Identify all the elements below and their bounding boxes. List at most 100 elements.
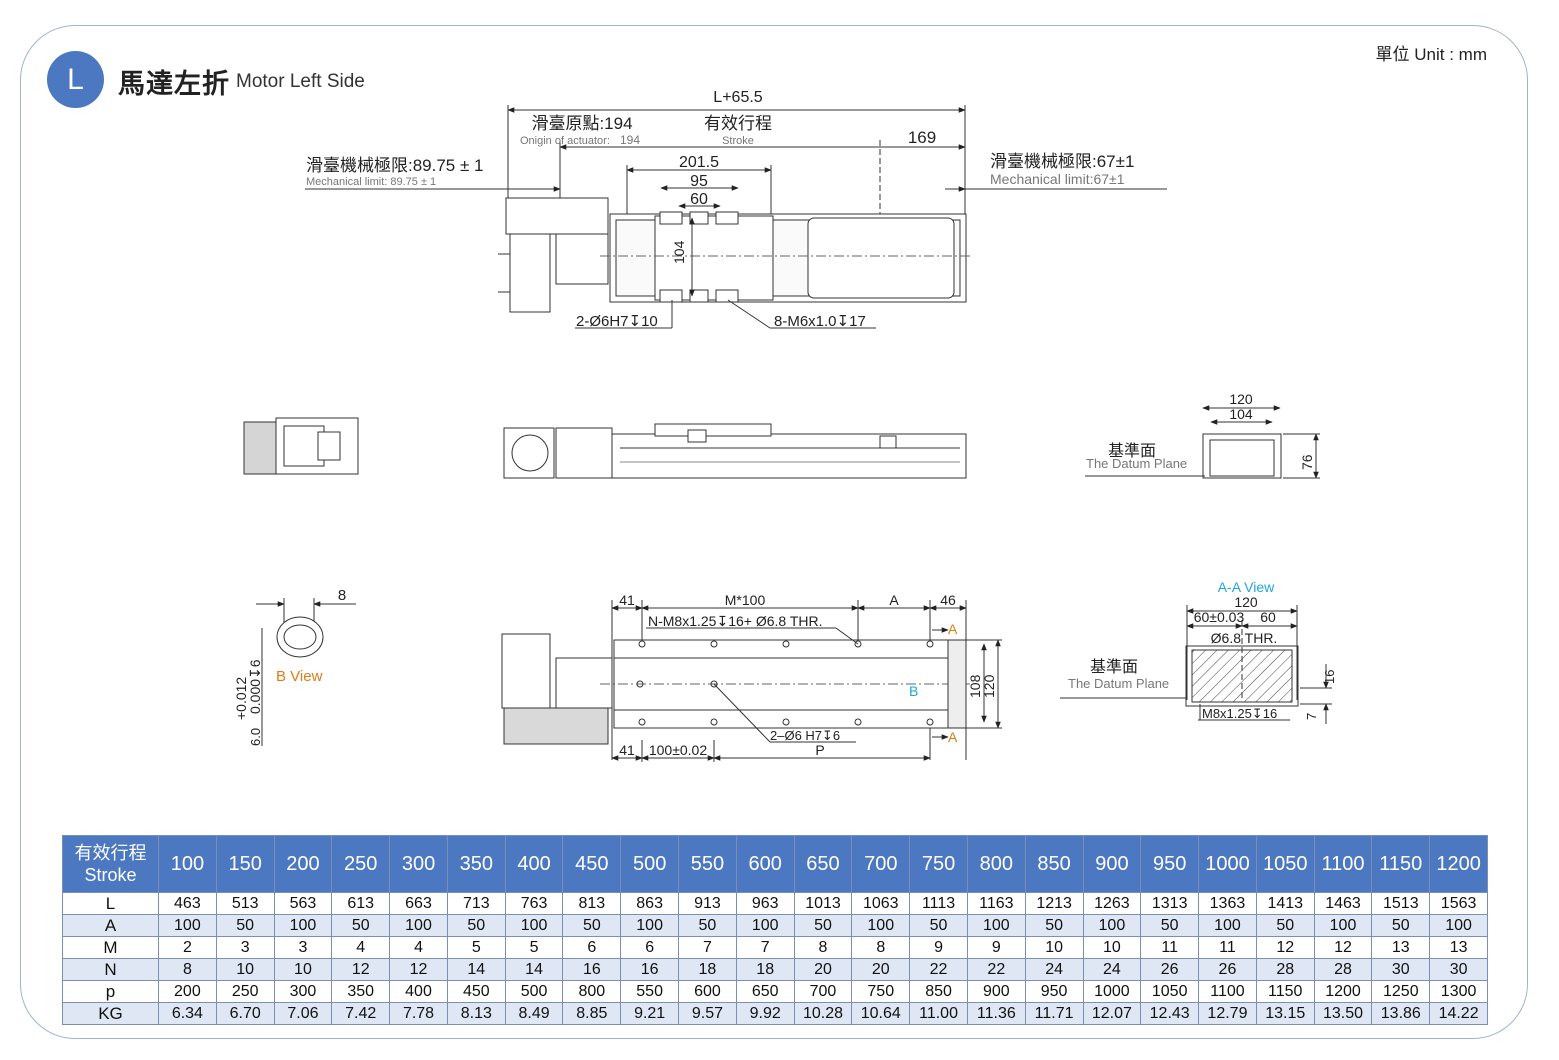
spec-cell: 4 <box>389 936 448 959</box>
spec-cell: 11.71 <box>1024 1002 1084 1025</box>
mech-limit-right-zh: 滑臺機械極限:67±1 <box>990 152 1134 171</box>
spec-header-label-en: Stroke <box>84 865 137 885</box>
spec-cell: 6 <box>562 936 622 959</box>
spec-cell: 563 <box>273 892 333 915</box>
spec-cell: 50 <box>678 914 737 937</box>
spec-cell: 1563 <box>1429 892 1488 915</box>
aa-datum-zh: 基準面 <box>1090 658 1138 676</box>
bottom-pin-note: 2–Ø6 H7↧6 <box>770 728 840 743</box>
spec-header-stroke: 900 <box>1082 835 1142 893</box>
spec-cell: 22 <box>966 958 1026 981</box>
bottom-tap-note: N-M8x1.25↧16+ Ø6.8 THR. <box>648 613 823 629</box>
spec-cell: 12 <box>331 958 391 981</box>
spec-cell: 663 <box>389 892 448 915</box>
spec-header-stroke: 850 <box>1024 835 1084 893</box>
spec-cell: 12 <box>389 958 448 981</box>
spec-header-stroke: 100 <box>158 835 217 893</box>
dim-41-bottom: 41 <box>619 742 635 758</box>
spec-cell: 18 <box>678 958 737 981</box>
spec-cell: 550 <box>620 980 680 1003</box>
spec-header-stroke: 950 <box>1140 835 1200 893</box>
b-tolerance-upper: +0.012 <box>233 677 249 720</box>
spec-cell: 100 <box>851 914 911 937</box>
spec-cell: 950 <box>1024 980 1084 1003</box>
spec-cell: 1250 <box>1371 980 1431 1003</box>
spec-cell: 7.78 <box>389 1002 448 1025</box>
aa-datum-en: The Datum Plane <box>1068 676 1169 691</box>
dim-m100: M*100 <box>725 592 766 608</box>
spec-header-stroke: 550 <box>678 835 737 893</box>
spec-cell: 713 <box>446 892 506 915</box>
spec-header-stroke: 650 <box>793 835 853 893</box>
section-title-en: Motor Left Side <box>236 71 365 92</box>
side-view <box>503 423 967 479</box>
spec-cell: 813 <box>562 892 622 915</box>
spec-cell: 850 <box>909 980 968 1003</box>
spec-cell: 12.79 <box>1198 1002 1257 1025</box>
spec-header-stroke: 1050 <box>1255 835 1315 893</box>
spec-cell: 6 <box>620 936 680 959</box>
spec-cell: 16 <box>562 958 622 981</box>
spec-header-stroke: 150 <box>215 835 275 893</box>
aa-dim-60-tol: 60±0.03 <box>1194 609 1245 625</box>
spec-cell: 100 <box>158 914 217 937</box>
dim-108: 108 <box>967 674 983 698</box>
spec-cell: 613 <box>331 892 391 915</box>
spec-cell: 1113 <box>909 892 968 915</box>
spec-cell: 8 <box>793 936 853 959</box>
spec-cell: 13.50 <box>1313 1002 1373 1025</box>
top-view-labels: L+65.5 滑臺原點:194 Onigin of actuator: 194 … <box>306 89 1134 330</box>
spec-cell: 100 <box>389 914 448 937</box>
origin-label-en: Onigin of actuator: <box>520 135 610 147</box>
spec-cell: 400 <box>389 980 448 1003</box>
spec-header-stroke: 450 <box>562 835 622 893</box>
spec-cell: 11 <box>1140 936 1200 959</box>
mech-limit-right-en: Mechanical limit:67±1 <box>990 171 1125 187</box>
end-dim-76: 76 <box>1299 454 1315 470</box>
spec-cell: 250 <box>215 980 275 1003</box>
section-badge: L <box>47 51 104 108</box>
spec-cell: 50 <box>446 914 506 937</box>
spec-cell: 100 <box>1198 914 1257 937</box>
tap-note: 8-M6x1.0↧17 <box>774 313 866 330</box>
spec-cell: 1200 <box>1313 980 1373 1003</box>
spec-cell: 28 <box>1255 958 1315 981</box>
pin-hole-note: 2-Ø6H7↧10 <box>576 313 658 330</box>
spec-header-stroke: 400 <box>504 835 564 893</box>
aa-dim-120: 120 <box>1234 594 1258 610</box>
spec-cell: 100 <box>966 914 1026 937</box>
spec-header-stroke: 600 <box>735 835 795 893</box>
spec-cell: 913 <box>678 892 737 915</box>
spec-row-label: L <box>62 892 159 915</box>
spec-cell: 750 <box>851 980 911 1003</box>
spec-cell: 1413 <box>1255 892 1315 915</box>
spec-cell: 50 <box>215 914 275 937</box>
spec-cell: 30 <box>1429 958 1488 981</box>
aa-view-title: A-A View <box>1218 579 1275 595</box>
spec-cell: 26 <box>1198 958 1257 981</box>
spec-cell: 1063 <box>851 892 911 915</box>
spec-cell: 20 <box>851 958 911 981</box>
spec-cell: 8.49 <box>504 1002 564 1025</box>
spec-cell: 14 <box>504 958 564 981</box>
dim-p: P <box>815 742 824 758</box>
section-title-zh: 馬達左折 <box>118 69 230 99</box>
spec-cell: 13 <box>1371 936 1431 959</box>
spec-cell: 200 <box>158 980 217 1003</box>
mech-limit-left-en: Mechanical limit: 89.75 ± 1 <box>306 176 436 188</box>
spec-cell: 50 <box>1024 914 1084 937</box>
spec-cell: 4 <box>331 936 391 959</box>
spec-header-stroke: 750 <box>909 835 968 893</box>
spec-cell: 963 <box>735 892 795 915</box>
spec-header-stroke: 500 <box>620 835 680 893</box>
dim-104: 104 <box>671 240 687 264</box>
spec-cell: 22 <box>909 958 968 981</box>
spec-cell: 10 <box>273 958 333 981</box>
spec-cell: 300 <box>273 980 333 1003</box>
aa-tap-note: M8x1.25↧16 <box>1202 706 1277 721</box>
spec-cell: 600 <box>678 980 737 1003</box>
spec-cell: 13.15 <box>1255 1002 1315 1025</box>
